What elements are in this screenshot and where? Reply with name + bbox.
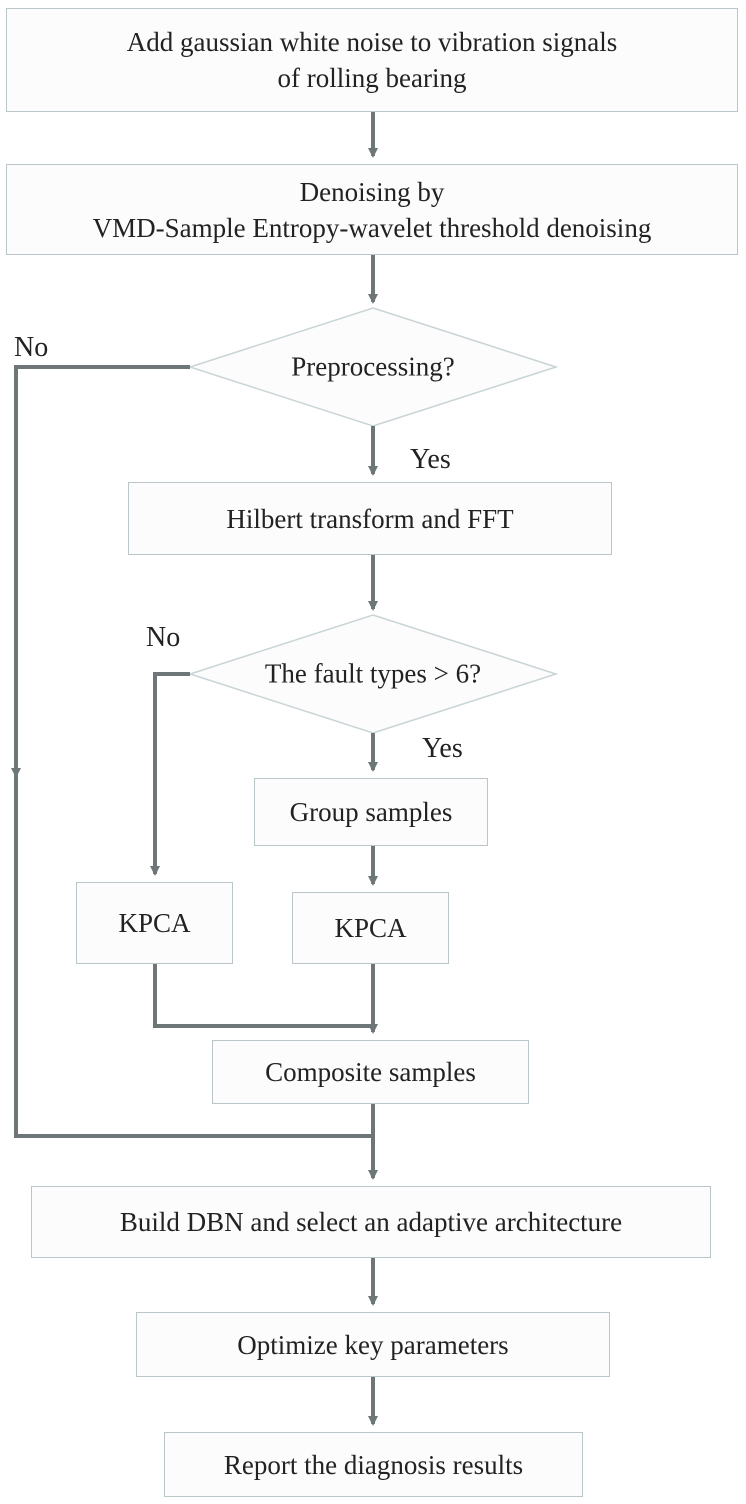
decision-fault-types-label: The fault types > 6? [264, 658, 482, 689]
label-preprocessing-yes: Yes [410, 444, 451, 475]
node-denoise: Denoising by VMD-Sample Entropy-wavelet … [6, 164, 738, 255]
node-denoise-line-1: Denoising by [299, 176, 445, 207]
node-build-dbn: Build DBN and select an adaptive archite… [31, 1186, 711, 1258]
node-optimize-label: Optimize key parameters [237, 1329, 509, 1360]
edge-fault-no-to-kpca-left [150, 672, 190, 876]
node-kpca-right: KPCA [292, 892, 449, 964]
decision-preprocessing-label: Preprocessing? [291, 351, 455, 382]
node-kpca-left-label: KPCA [118, 908, 191, 938]
node-add-noise-line-2: of rolling bearing [277, 63, 467, 93]
node-hilbert: Hilbert transform and FFT [128, 482, 612, 555]
node-report: Report the diagnosis results [164, 1432, 583, 1497]
node-composite-samples-label: Composite samples [265, 1057, 476, 1087]
label-fault-types-no: No [146, 622, 181, 653]
node-add-noise: Add gaussian white noise to vibration si… [6, 8, 738, 112]
node-kpca-left: KPCA [76, 882, 233, 964]
node-composite-samples: Composite samples [212, 1040, 529, 1104]
edge-kpca-left-merge [153, 964, 373, 1028]
node-group-samples: Group samples [254, 778, 488, 846]
node-add-noise-line-1: Add gaussian white noise to vibration si… [126, 27, 618, 57]
node-kpca-right-label: KPCA [334, 913, 407, 943]
node-optimize: Optimize key parameters [136, 1312, 610, 1377]
node-group-samples-label: Group samples [289, 797, 453, 827]
label-fault-types-yes: Yes [422, 733, 463, 764]
node-denoise-line-2: VMD-Sample Entropy-wavelet threshold den… [92, 212, 652, 243]
node-hilbert-label: Hilbert transform and FFT [226, 503, 514, 534]
label-preprocessing-no: No [14, 332, 49, 363]
node-build-dbn-label: Build DBN and select an adaptive archite… [119, 1207, 623, 1237]
node-report-label: Report the diagnosis results [223, 1449, 524, 1480]
